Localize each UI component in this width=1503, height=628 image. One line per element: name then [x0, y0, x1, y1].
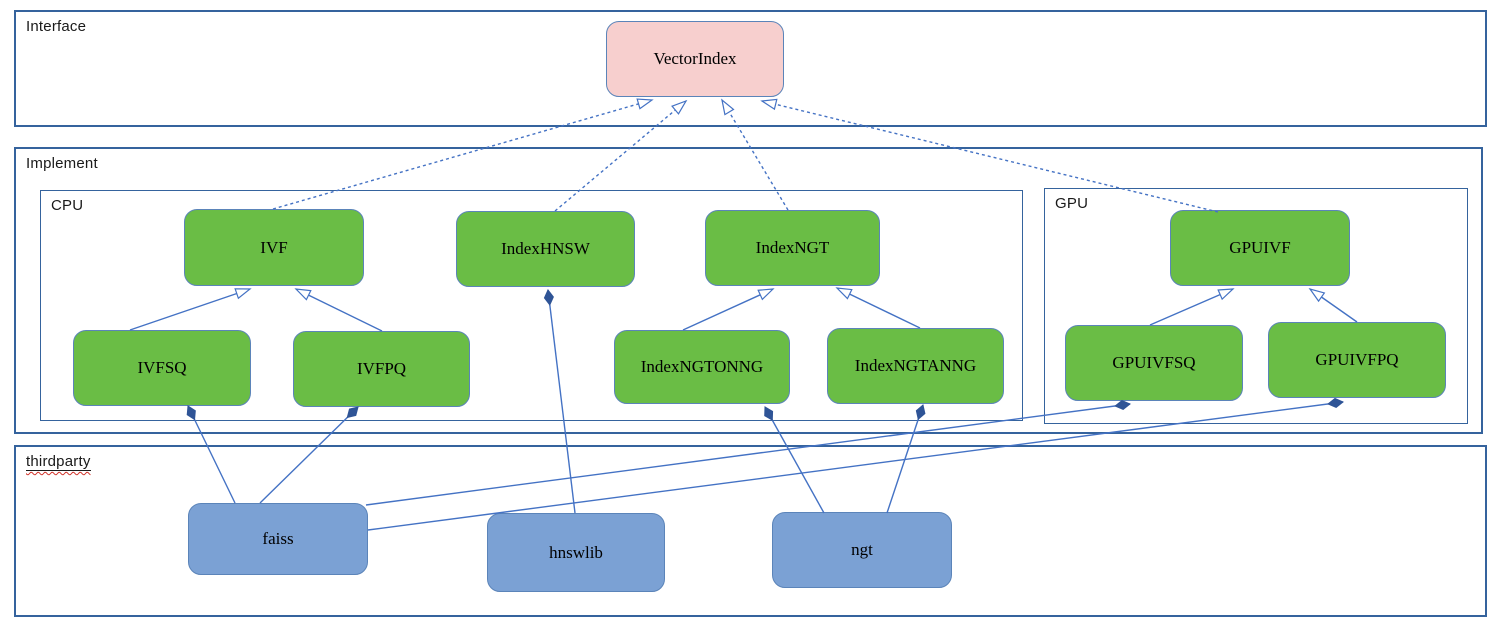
container-gpu[interactable]: GPU: [1044, 188, 1468, 424]
edge-hnswlib-indexhnsw[interactable]: [543, 289, 576, 514]
edge-ivfpq-ivf[interactable]: [294, 288, 383, 332]
node-ngt[interactable]: ngt: [772, 512, 952, 588]
node-label-gpuivfsq: GPUIVFSQ: [1112, 353, 1196, 372]
edge-ngt-indexngtonng[interactable]: [764, 406, 825, 514]
node-label-indexngt: IndexNGT: [755, 238, 830, 257]
container-label-interface: Interface: [26, 18, 87, 35]
container-label-implement: Implement: [26, 155, 98, 172]
node-indexngtanng[interactable]: IndexNGTANNG: [827, 328, 1004, 404]
node-label-hnswlib: hnswlib: [549, 542, 603, 562]
node-label-ivfsq: IVFSQ: [137, 358, 187, 377]
node-label-faiss: faiss: [262, 529, 294, 548]
container-thirdparty[interactable]: thirdparty: [14, 445, 1487, 617]
edge-gpuivf-vectorindex[interactable]: [760, 98, 1219, 213]
node-label-ivf: IVF: [260, 237, 288, 257]
node-ivfsq[interactable]: IVFSQ: [73, 330, 251, 406]
node-ivf[interactable]: IVF: [184, 209, 364, 286]
edge-faiss-gpuivfpq[interactable]: [367, 397, 1344, 531]
node-gpuivf[interactable]: GPUIVF: [1170, 210, 1350, 286]
node-indexngtonng[interactable]: IndexNGTONNG: [614, 330, 790, 404]
edge-gpuivfpq-gpuivf[interactable]: [1308, 287, 1358, 323]
edge-gpuivfsq-gpuivf[interactable]: [1149, 288, 1235, 326]
node-label-gpuivf: GPUIVF: [1229, 238, 1291, 257]
edge-indexngtonng-indexngt[interactable]: [682, 288, 775, 331]
node-vectorindex[interactable]: VectorIndex: [606, 21, 784, 97]
node-indexhnsw[interactable]: IndexHNSW: [456, 211, 635, 287]
edge-faiss-ivfsq[interactable]: [186, 405, 236, 504]
node-gpuivfpq[interactable]: GPUIVFPQ: [1268, 322, 1446, 398]
node-faiss[interactable]: faiss: [188, 503, 368, 575]
node-label-gpuivfpq: GPUIVFPQ: [1315, 350, 1399, 369]
container-implement[interactable]: Implement: [14, 147, 1483, 434]
node-label-ivfpq: IVFPQ: [356, 359, 407, 378]
container-label-thirdparty: thirdparty: [26, 453, 91, 470]
node-label-ngt: ngt: [851, 540, 873, 559]
edge-ngt-indexngtanng[interactable]: [886, 404, 926, 514]
container-interface[interactable]: Interface: [14, 10, 1487, 127]
container-label-cpu: CPU: [51, 197, 84, 214]
node-label-indexngtanng: IndexNGTANNG: [854, 356, 977, 375]
node-gpuivfsq[interactable]: GPUIVFSQ: [1065, 325, 1243, 401]
node-indexngt[interactable]: IndexNGT: [705, 210, 880, 286]
container-label-gpu: GPU: [1055, 195, 1089, 212]
edge-indexhnsw-vectorindex[interactable]: [554, 99, 688, 212]
node-ivfpq[interactable]: IVFPQ: [293, 331, 470, 407]
node-label-vectorindex: VectorIndex: [653, 49, 737, 68]
node-hnswlib[interactable]: hnswlib: [487, 513, 665, 592]
edge-faiss-gpuivfsq[interactable]: [365, 399, 1131, 506]
container-cpu[interactable]: CPU: [40, 190, 1023, 421]
node-label-indexngtonng: IndexNGTONNG: [640, 357, 764, 376]
edge-faiss-ivfpq[interactable]: [259, 406, 359, 504]
edge-ivfsq-ivf[interactable]: [129, 288, 252, 331]
edge-indexngtanng-indexngt[interactable]: [835, 287, 921, 329]
node-label-indexhnsw: IndexHNSW: [501, 239, 590, 258]
